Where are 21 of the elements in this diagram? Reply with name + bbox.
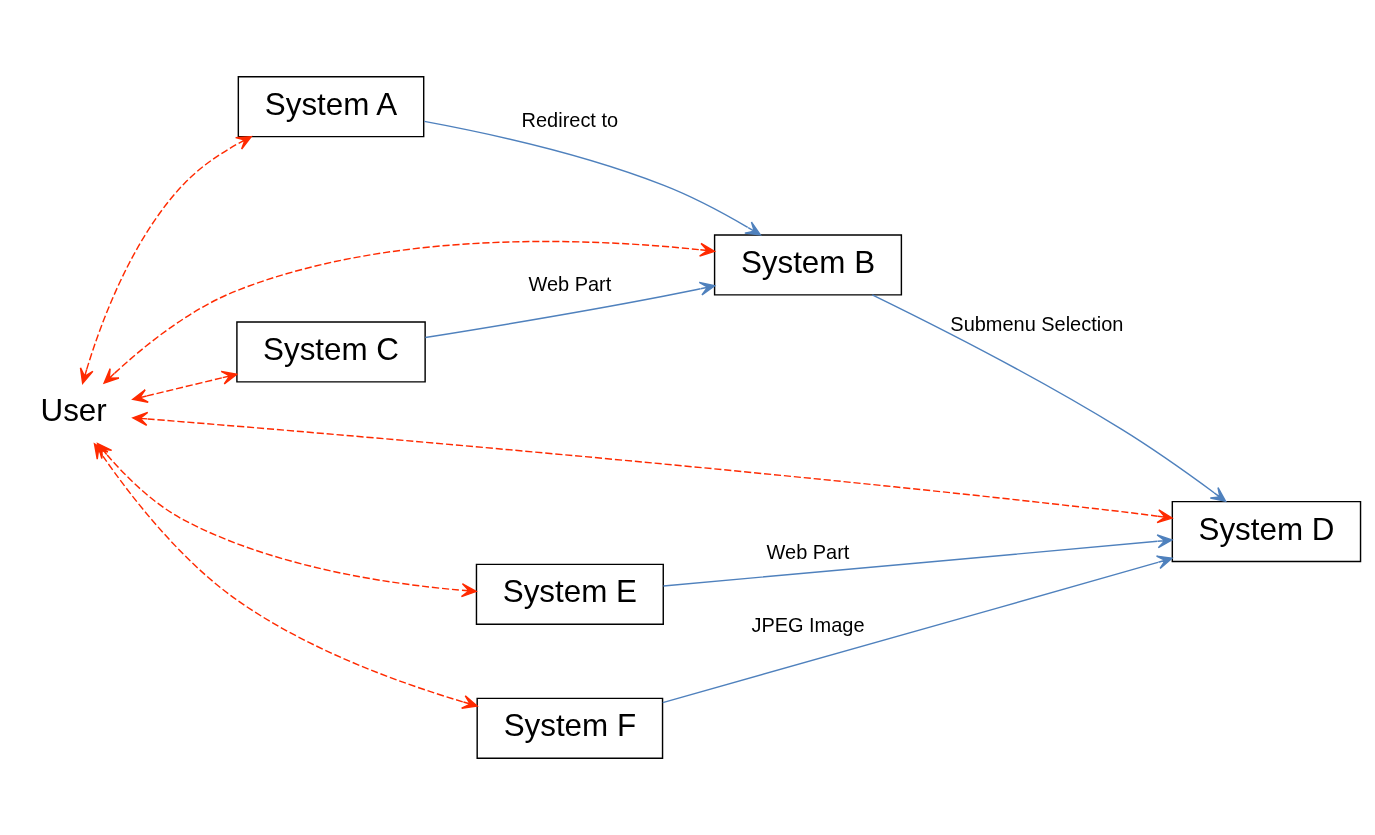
arrow <box>103 240 716 384</box>
arrow <box>662 555 1173 704</box>
arrow <box>132 411 1173 524</box>
arrow <box>424 281 716 339</box>
arrow <box>662 534 1173 587</box>
edge-label: Web Part <box>528 272 612 295</box>
edge-label: JPEG Image <box>751 613 865 636</box>
arrow <box>79 135 252 384</box>
edge-label: Web Part <box>766 540 850 563</box>
edge-label: Redirect to <box>521 108 619 131</box>
node-box: System B <box>713 234 903 296</box>
arrow <box>423 120 762 236</box>
edge-label: Submenu Selection <box>950 312 1124 335</box>
node-box: System E <box>475 563 664 625</box>
node-box: System A <box>237 76 425 138</box>
node-text: User <box>40 393 107 429</box>
node-box: System C <box>236 321 426 383</box>
arrow <box>132 370 238 403</box>
node-box: System D <box>1171 500 1362 563</box>
node-box: System F <box>476 697 664 759</box>
arrow <box>871 294 1227 503</box>
